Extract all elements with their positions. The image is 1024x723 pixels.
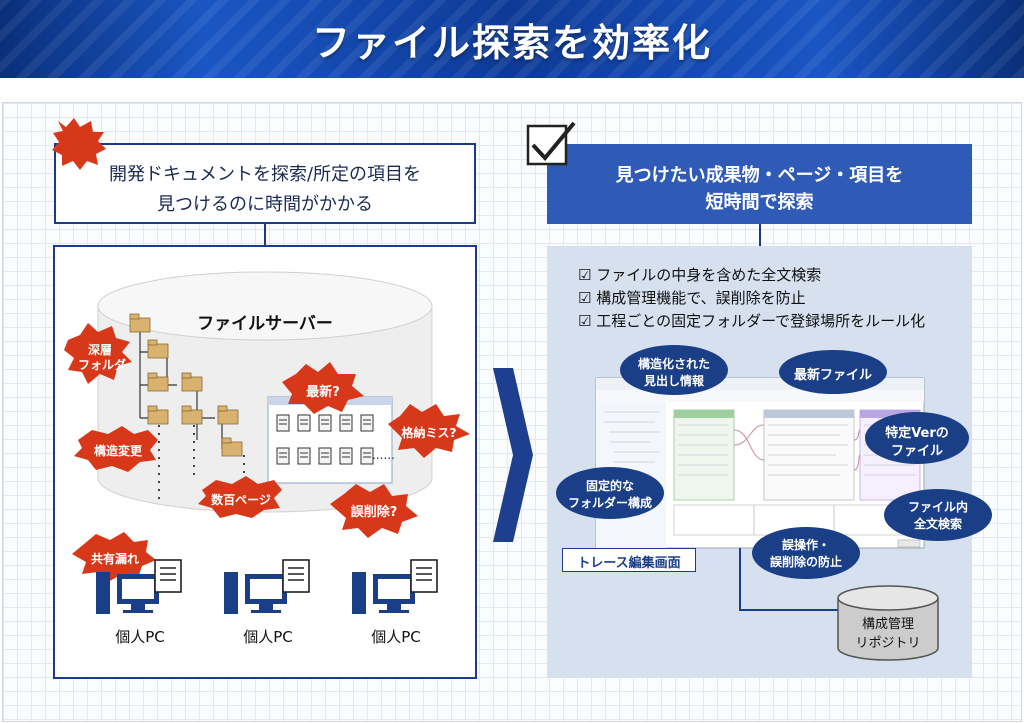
- bubble-structured-label-1: 構造化された: [637, 357, 710, 371]
- burst-deep-folder-label-2: フォルダ: [78, 358, 127, 372]
- bubble-fulltext-label-2: 全文検索: [913, 517, 962, 531]
- feature-item: ☑ 工程ごとの固定フォルダーで登録場所をルール化: [578, 310, 925, 331]
- bubble-fixed-folder-label-2: フォルダー構成: [567, 496, 652, 510]
- repository-cylinder: [837, 585, 939, 661]
- feature-text: 工程ごとの固定フォルダーで登録場所をルール化: [596, 312, 926, 330]
- pc-label: 個人PC: [371, 628, 421, 646]
- file-server-label: ファイルサーバー: [197, 314, 333, 334]
- burst-share-leak-label: 共有漏れ: [90, 552, 139, 566]
- feature-text: ファイルの中身を含めた全文検索: [596, 266, 822, 284]
- checkbox-checked-icon: ☑: [578, 266, 597, 284]
- bubble-fulltext-label-1: ファイル内: [907, 500, 968, 514]
- checkbox-checked-icon: ☑: [578, 289, 597, 307]
- feature-item: ☑ 構成管理機能で、誤削除を防止: [578, 287, 806, 308]
- pc-label: 個人PC: [115, 628, 165, 646]
- burst-storage-mistake-label: 格納ミス?: [401, 426, 457, 440]
- banner-decoration: [0, 0, 1024, 78]
- problem-box: [54, 143, 476, 224]
- bubble-fixed-folder-label-1: 固定的な: [585, 479, 634, 493]
- solution-line-2: 短時間で探索: [705, 192, 814, 213]
- pc-label: 個人PC: [243, 628, 293, 646]
- solution-line-1: 見つけたい成果物・ページ・項目を: [615, 165, 904, 186]
- bubble-misop-label-2: 誤削除の防止: [769, 555, 842, 569]
- feature-item: ☑ ファイルの中身を含めた全文検索: [578, 264, 821, 285]
- checkbox-checked-icon: ☑: [578, 312, 597, 330]
- bubble-specific-ver-label-2: ファイル: [890, 444, 943, 459]
- bubble-misop-label-1: 誤操作・: [781, 538, 830, 552]
- burst-deep-folder-label-1: 深層: [87, 343, 112, 357]
- solution-box: [547, 144, 972, 224]
- page-title: ファイル探索を効率化: [311, 21, 712, 65]
- right-arrow: [493, 368, 533, 542]
- repository-label-2: リポジトリ: [855, 636, 921, 651]
- documents-ellipsis: ......: [372, 448, 395, 462]
- burst-structure-change-label: 構造変更: [93, 444, 142, 458]
- bubble-structured-label-2: 見出し情報: [643, 374, 704, 388]
- screen-label: トレース編集画面: [577, 556, 681, 571]
- repository-label-1: 構成管理: [861, 617, 914, 632]
- burst-accidental-delete-label: 誤削除?: [350, 505, 398, 520]
- bubble-latest-file-label: 最新ファイル: [793, 368, 872, 383]
- problem-line-2: 見つけるのに時間がかかる: [157, 194, 373, 215]
- bubble-specific-ver-label-1: 特定Verの: [885, 426, 949, 441]
- title-banner: ファイル探索を効率化: [0, 0, 1024, 78]
- feature-text: 構成管理機能で、誤削除を防止: [596, 289, 806, 307]
- screen-label-box: [562, 548, 696, 572]
- problem-line-1: 開発ドキュメントを探索/所定の項目を: [108, 164, 422, 185]
- burst-latest-label: 最新?: [306, 385, 340, 400]
- burst-hundreds-pages-label: 数百ページ: [211, 493, 271, 507]
